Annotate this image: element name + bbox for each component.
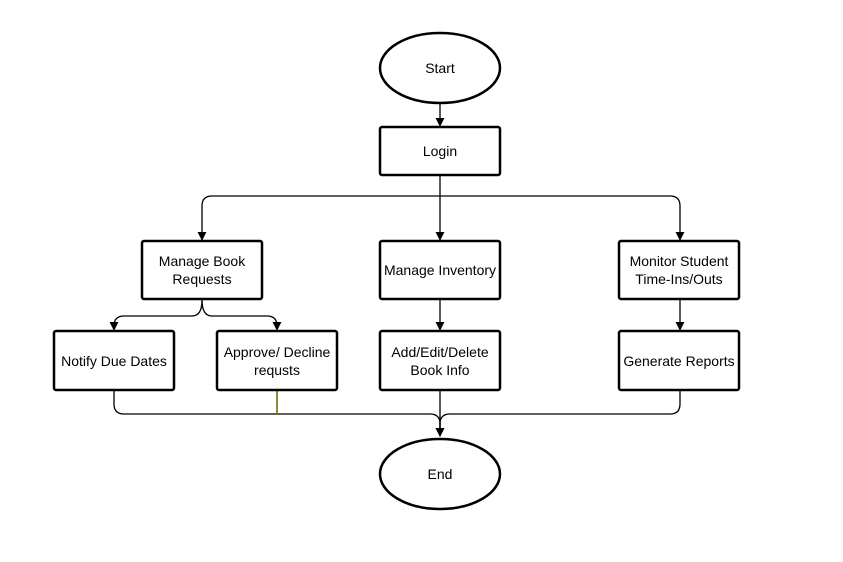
- manage-book-requests-label-line-1: Manage Book: [159, 253, 246, 269]
- add-edit-delete-label-line-1: Add/Edit/Delete: [391, 344, 488, 360]
- monitor-student-node: Monitor Student Time-Ins/Outs: [617, 239, 741, 301]
- manage-inventory-node: Manage Inventory: [378, 239, 502, 301]
- connector-group: [109, 104, 685, 437]
- start-node: Start: [378, 31, 502, 105]
- manage-book-requests-node: Manage Book Requests: [140, 239, 264, 301]
- connector-requests-approve: [201, 299, 282, 331]
- approve-decline-node: Approve/ Decline requsts: [215, 329, 339, 392]
- notify-due-dates-label: Notify Due Dates: [61, 353, 167, 369]
- generate-reports-label: Generate Reports: [623, 353, 734, 369]
- manage-book-requests-label-line-2: Requests: [172, 271, 231, 287]
- generate-reports-node: Generate Reports: [617, 329, 741, 392]
- end-node: End: [378, 437, 502, 511]
- connector-reports-end: [435, 391, 681, 437]
- approve-decline-label-line-1: Approve/ Decline: [224, 344, 331, 360]
- connector-login-monitor: [440, 195, 685, 241]
- monitor-student-label-line-1: Monitor Student: [630, 253, 729, 269]
- monitor-student-label-line-2: Time-Ins/Outs: [635, 271, 722, 287]
- add-edit-delete-node: Add/Edit/Delete Book Info: [378, 329, 502, 392]
- approve-decline-label-line-2: requsts: [254, 362, 300, 378]
- manage-inventory-label: Manage Inventory: [384, 262, 496, 278]
- notify-due-dates-node: Notify Due Dates: [52, 329, 176, 392]
- login-node: Login: [378, 125, 502, 177]
- login-label: Login: [423, 143, 457, 159]
- connector-login-requests: [197, 195, 440, 241]
- connector-requests-notify: [109, 299, 203, 331]
- start-label: Start: [425, 60, 455, 76]
- add-edit-delete-label-line-2: Book Info: [410, 362, 469, 378]
- end-label: End: [428, 466, 453, 482]
